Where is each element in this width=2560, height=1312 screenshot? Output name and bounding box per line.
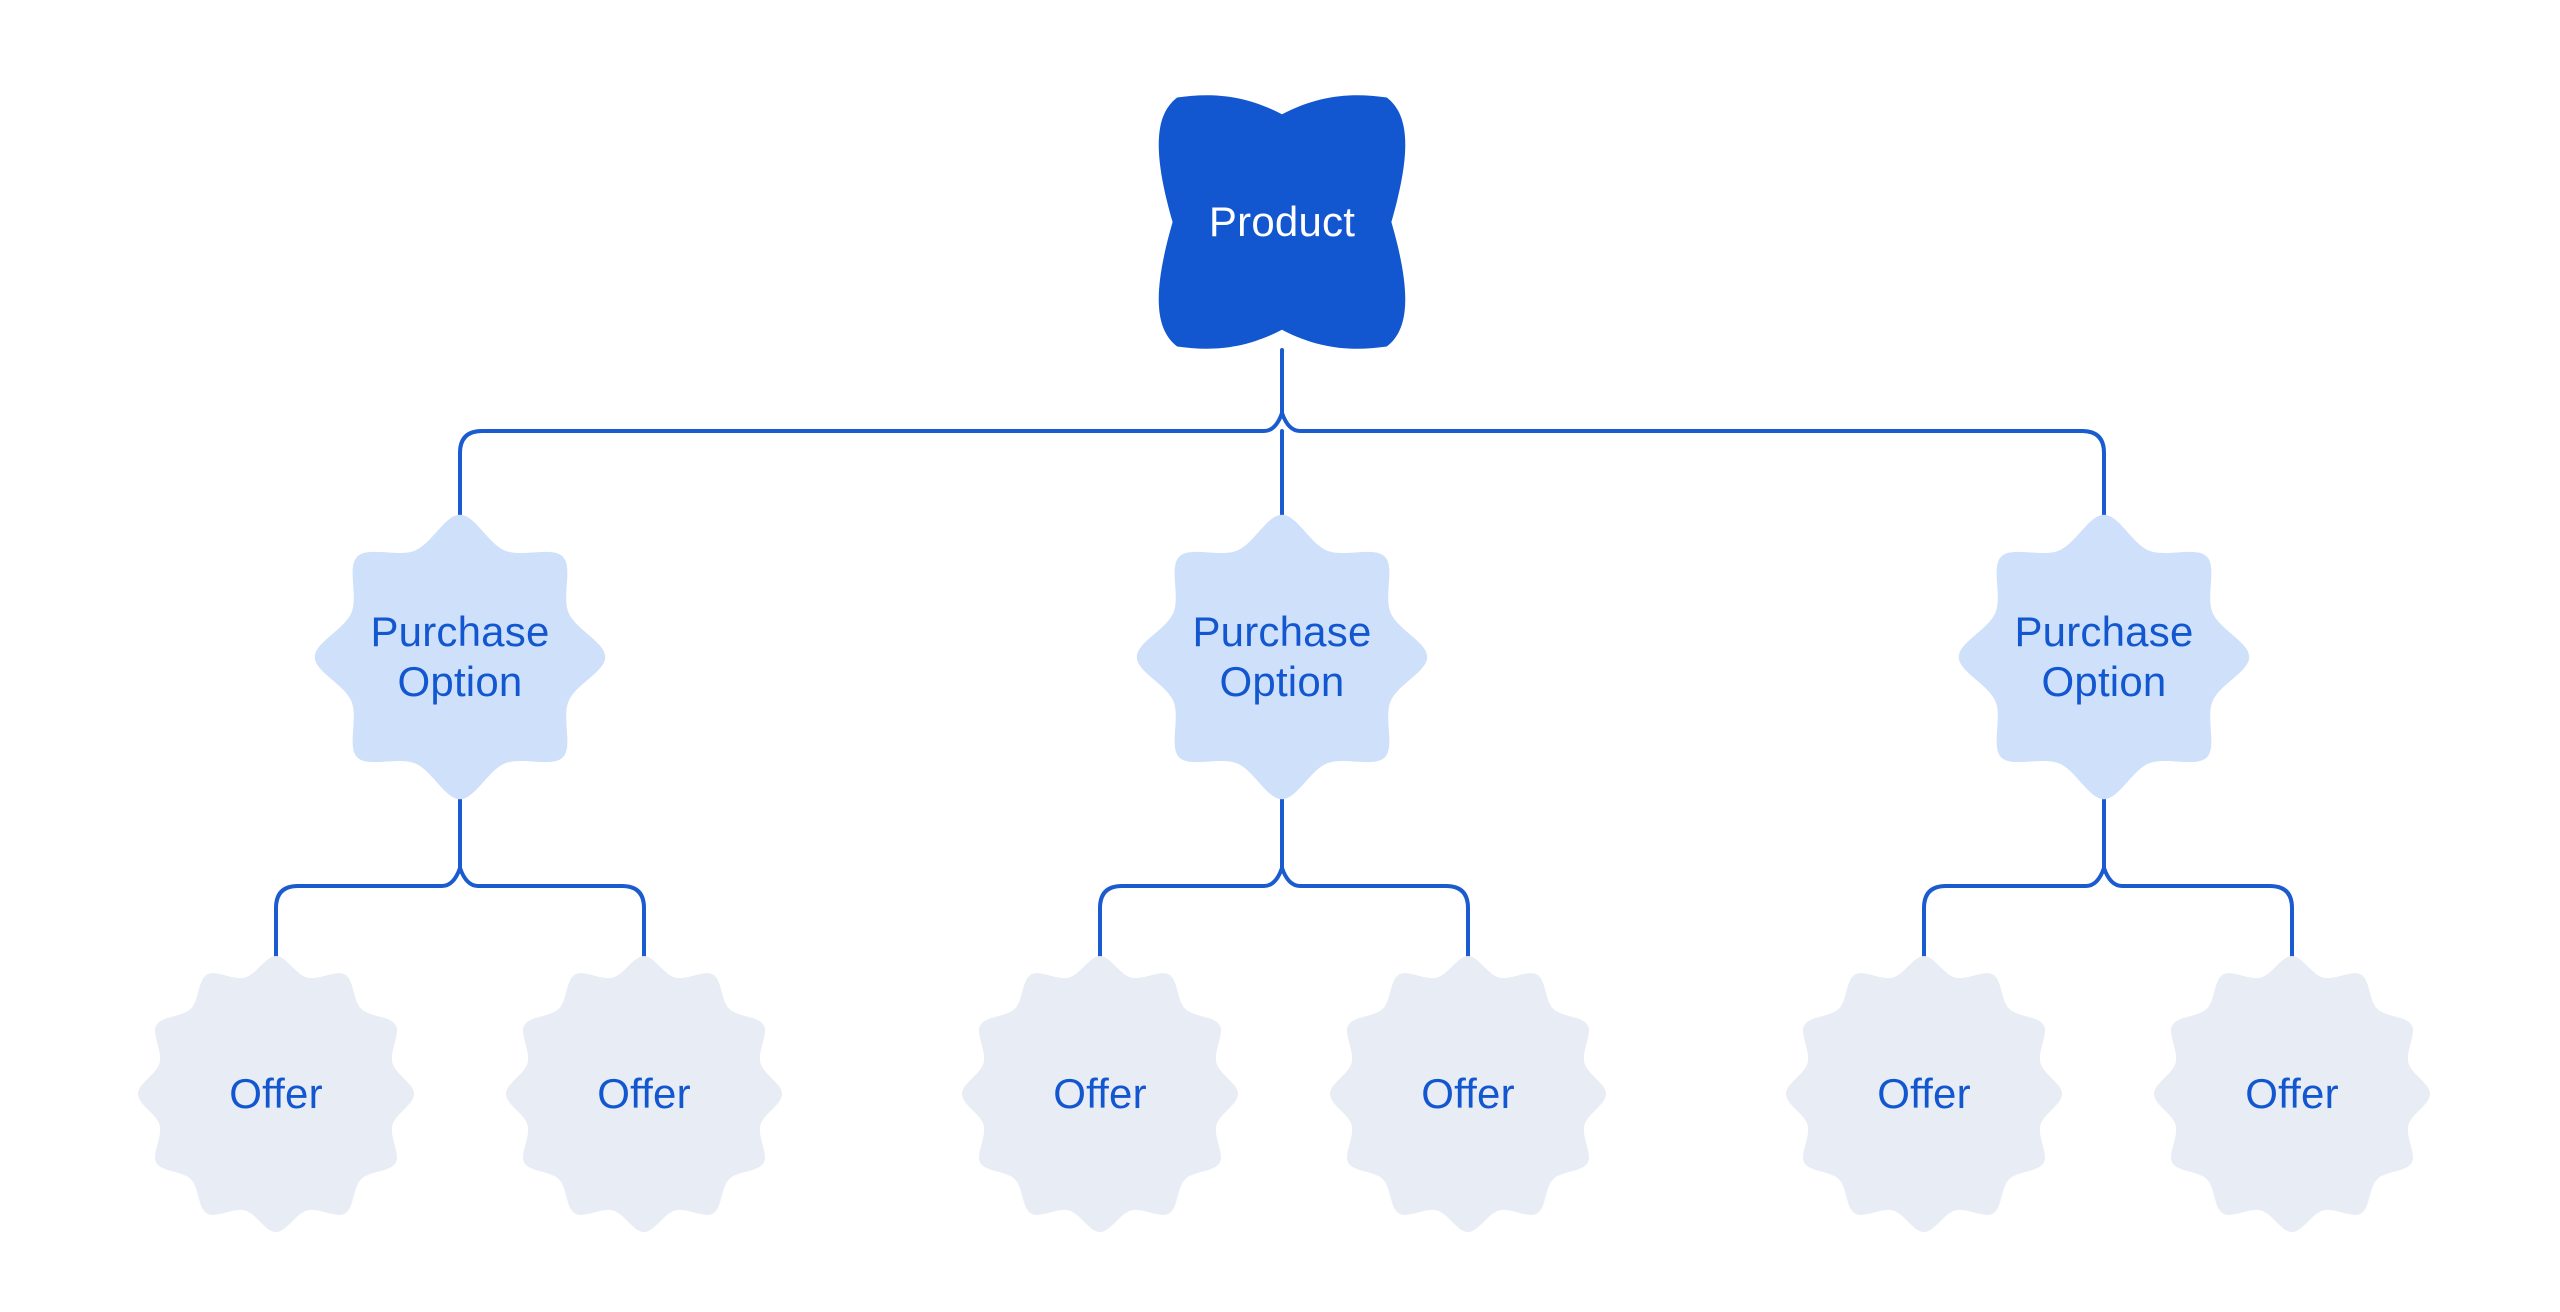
node-purchase-option-2[interactable] bbox=[1136, 514, 1428, 800]
node-product[interactable] bbox=[1158, 95, 1406, 349]
node-offer-1[interactable] bbox=[137, 955, 415, 1233]
tier2-3-bar-right bbox=[2102, 866, 2294, 960]
nodes-layer bbox=[137, 95, 2431, 1233]
node-purchase-option-3[interactable] bbox=[1958, 514, 2250, 800]
tier2-1-bar-left bbox=[274, 866, 462, 960]
tier2-2-bar-left bbox=[1098, 866, 1284, 960]
tier2-2-bar-right bbox=[1280, 866, 1470, 960]
tier2-1-bar-right bbox=[458, 866, 646, 960]
node-offer-2[interactable] bbox=[505, 955, 783, 1233]
tier1-bar-right bbox=[1280, 411, 2106, 522]
tier2-3-bar-left bbox=[1922, 866, 2106, 960]
node-offer-3[interactable] bbox=[961, 955, 1239, 1233]
connectors-layer bbox=[274, 348, 2294, 960]
tier1-bar-left bbox=[458, 411, 1284, 522]
node-offer-5[interactable] bbox=[1785, 955, 2063, 1233]
node-purchase-option-1[interactable] bbox=[314, 514, 606, 800]
node-offer-4[interactable] bbox=[1329, 955, 1607, 1233]
node-offer-6[interactable] bbox=[2153, 955, 2431, 1233]
